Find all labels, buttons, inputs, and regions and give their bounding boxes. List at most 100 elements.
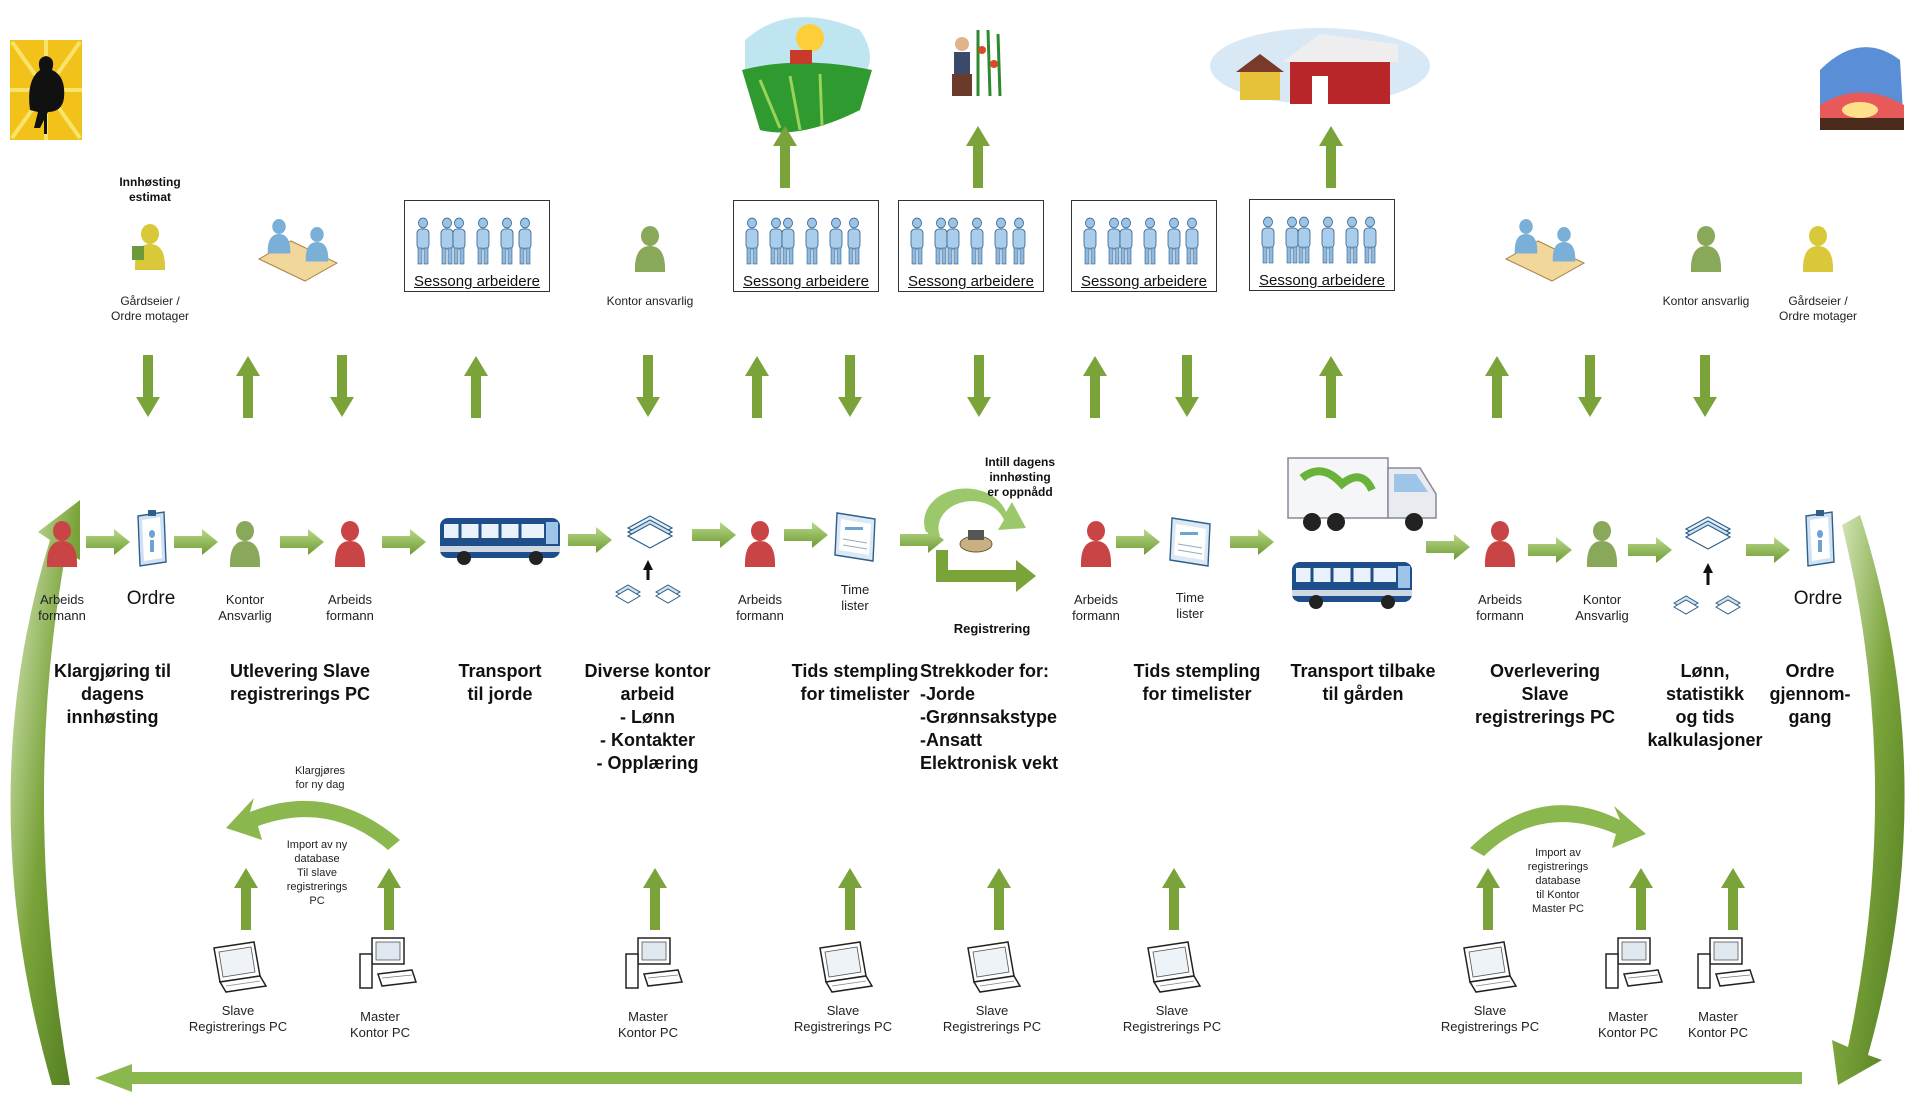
desktop-icon-3: [1605, 937, 1663, 989]
laptop-icon-5: [1463, 941, 1517, 993]
sunset-image: [1820, 47, 1904, 131]
rooster-logo-image: [10, 40, 82, 140]
seasonal-workers-label: Sessong arbeidere: [1259, 272, 1385, 289]
bus-icon-1: [438, 516, 562, 567]
seasonal-workers-group: Sessong arbeidere: [404, 200, 550, 292]
phase-transport-to-field: Transport til jorde: [458, 661, 542, 704]
seasonal-workers-label: Sessong arbeidere: [414, 273, 540, 290]
computer-label-3: Master Kontor PC: [618, 1009, 678, 1040]
computer-label-5: Slave Registrerings PC: [942, 1003, 1042, 1034]
timesheet-icon-1: [834, 512, 876, 562]
phase-order-review: Ordre gjennom- gang: [1769, 661, 1851, 727]
laptop-icon-4: [1147, 941, 1201, 993]
seasonal-workers-group: Sessong arbeidere: [1071, 200, 1217, 292]
computer-label-2: Master Kontor PC: [350, 1009, 410, 1040]
estimate-person-icon: [132, 224, 166, 270]
seasonal-workers-label: Sessong arbeidere: [908, 273, 1034, 290]
phase-payroll: Lønn, statistikk og tids kalkulasjoner: [1647, 661, 1763, 750]
seasonal-workers-group: Sessong arbeidere: [733, 200, 879, 292]
seasonal-workers-group: Sessong arbeidere: [1249, 199, 1395, 291]
meeting-icon: [257, 219, 339, 282]
phase-transport-back: Transport tilbake til gården: [1290, 661, 1436, 704]
computer-label-1: Slave Registrerings PC: [188, 1003, 288, 1034]
import-reg-db-label: Import av registrerings database til Kon…: [1527, 847, 1589, 915]
office-label-1: Kontor ansvarlig: [606, 294, 694, 308]
foreman-label-3: Arbeids formann: [736, 592, 784, 623]
phase-time-stamp-2: Tids stempling for timelister: [1133, 661, 1261, 704]
foreman-icon-3: [744, 521, 776, 567]
top-arrows: [773, 126, 1343, 188]
seasonal-workers-label: Sessong arbeidere: [743, 273, 869, 290]
bottom-return-arrow: [95, 1064, 1802, 1092]
computer-label-7: Slave Registrerings PC: [1440, 1003, 1540, 1034]
desktop-icon-4: [1697, 937, 1755, 989]
foreman-label-4: Arbeids formann: [1072, 592, 1120, 623]
computer-label-9: Master Kontor PC: [1688, 1009, 1748, 1040]
phase-office-work: Diverse kontor arbeid - Lønn - Kontakter…: [584, 661, 711, 773]
left-curved-arrow: [226, 798, 400, 850]
foreman-label-1: Arbeids formann: [38, 592, 86, 623]
seasonal-workers-label: Sessong arbeidere: [1081, 273, 1207, 290]
laptop-icon-1: [213, 941, 267, 993]
phase-barcodes: Strekkoder for: -Jorde -Grønnsakstype -A…: [920, 661, 1059, 773]
workers-icon: [1261, 216, 1377, 264]
workers-icon: [416, 217, 532, 265]
farm-buildings-image: [1210, 28, 1430, 104]
laptop-icon-3: [967, 941, 1021, 993]
foreman-label-5: Arbeids formann: [1476, 592, 1524, 623]
computer-label-4: Slave Registrerings PC: [793, 1003, 893, 1034]
phase-slave-pc-return: Overlevering Slave registrerings PC: [1474, 661, 1616, 727]
laptop-icon-2: [819, 941, 873, 993]
truck-icon: [1287, 457, 1437, 531]
office-resp-label-1: Kontor Ansvarlig: [218, 592, 272, 623]
computer-label-8: Master Kontor PC: [1598, 1009, 1658, 1040]
phase-prepare: Klargjøring til dagens innhøsting: [54, 661, 171, 727]
order-icon-2: [1805, 509, 1835, 567]
office-person-icon-1: [634, 226, 666, 272]
farmer-image: [952, 29, 1002, 97]
order-label-1: Ordre: [126, 588, 176, 609]
office-person-icon-2: [1690, 226, 1722, 272]
computer-label-6: Slave Registrerings PC: [1122, 1003, 1222, 1034]
workers-icon: [910, 217, 1026, 265]
order-icon-1: [137, 509, 167, 567]
registration-cycle-icon: [924, 488, 1036, 592]
registration-label: Registrering: [953, 621, 1031, 636]
time-label-1: Time lister: [840, 582, 870, 613]
timesheet-icon-2: [1169, 517, 1211, 567]
cycle-left-arrow: [10, 500, 80, 1085]
right-curved-arrow: [1470, 805, 1646, 856]
field-image: [742, 17, 872, 133]
cycle-right-arrow: [1832, 515, 1905, 1085]
owner-label-left: Gårdseier / Ordre motager: [110, 294, 190, 323]
phase-time-stamp-1: Tids stempling for timelister: [791, 661, 919, 704]
prepare-new-day-label: Klargjøres for ny dag: [294, 765, 346, 791]
office-resp-label-2: Kontor Ansvarlig: [1575, 592, 1629, 623]
foreman-icon-4: [1080, 521, 1112, 567]
workers-icon: [745, 217, 861, 265]
office-label-2: Kontor ansvarlig: [1662, 294, 1750, 308]
estimate-label: Innhøsting estimat: [119, 175, 181, 204]
office-resp-icon-1: [229, 521, 261, 567]
desktop-icon-1: [359, 937, 417, 989]
foreman-icon-5: [1484, 521, 1516, 567]
order-label-2: Ordre: [1793, 588, 1843, 609]
office-resp-icon-2: [1586, 521, 1618, 567]
workers-icon: [1083, 217, 1199, 265]
time-label-2: Time lister: [1175, 590, 1205, 621]
foreman-label-2: Arbeids formann: [326, 592, 374, 623]
owner-label-right: Gårdseier / Ordre motager: [1778, 294, 1858, 323]
meeting-icon-2: [1504, 219, 1586, 282]
desktop-icon-2: [625, 937, 683, 989]
bus-icon-2: [1290, 560, 1414, 611]
import-new-db-label: Import av ny database Til slave registre…: [286, 839, 348, 907]
daily-target-label: Intill dagens innhøsting er oppnådd: [984, 455, 1055, 499]
phase-slave-pc-handout: Utlevering Slave registrerings PC: [229, 661, 371, 704]
seasonal-workers-group: Sessong arbeidere: [898, 200, 1044, 292]
middle-arrows: [136, 355, 1717, 418]
foreman-icon-2: [334, 521, 366, 567]
office-docs-icon: [615, 515, 681, 604]
owner-person-icon-right: [1802, 226, 1834, 272]
payroll-docs-icon: [1673, 516, 1741, 615]
